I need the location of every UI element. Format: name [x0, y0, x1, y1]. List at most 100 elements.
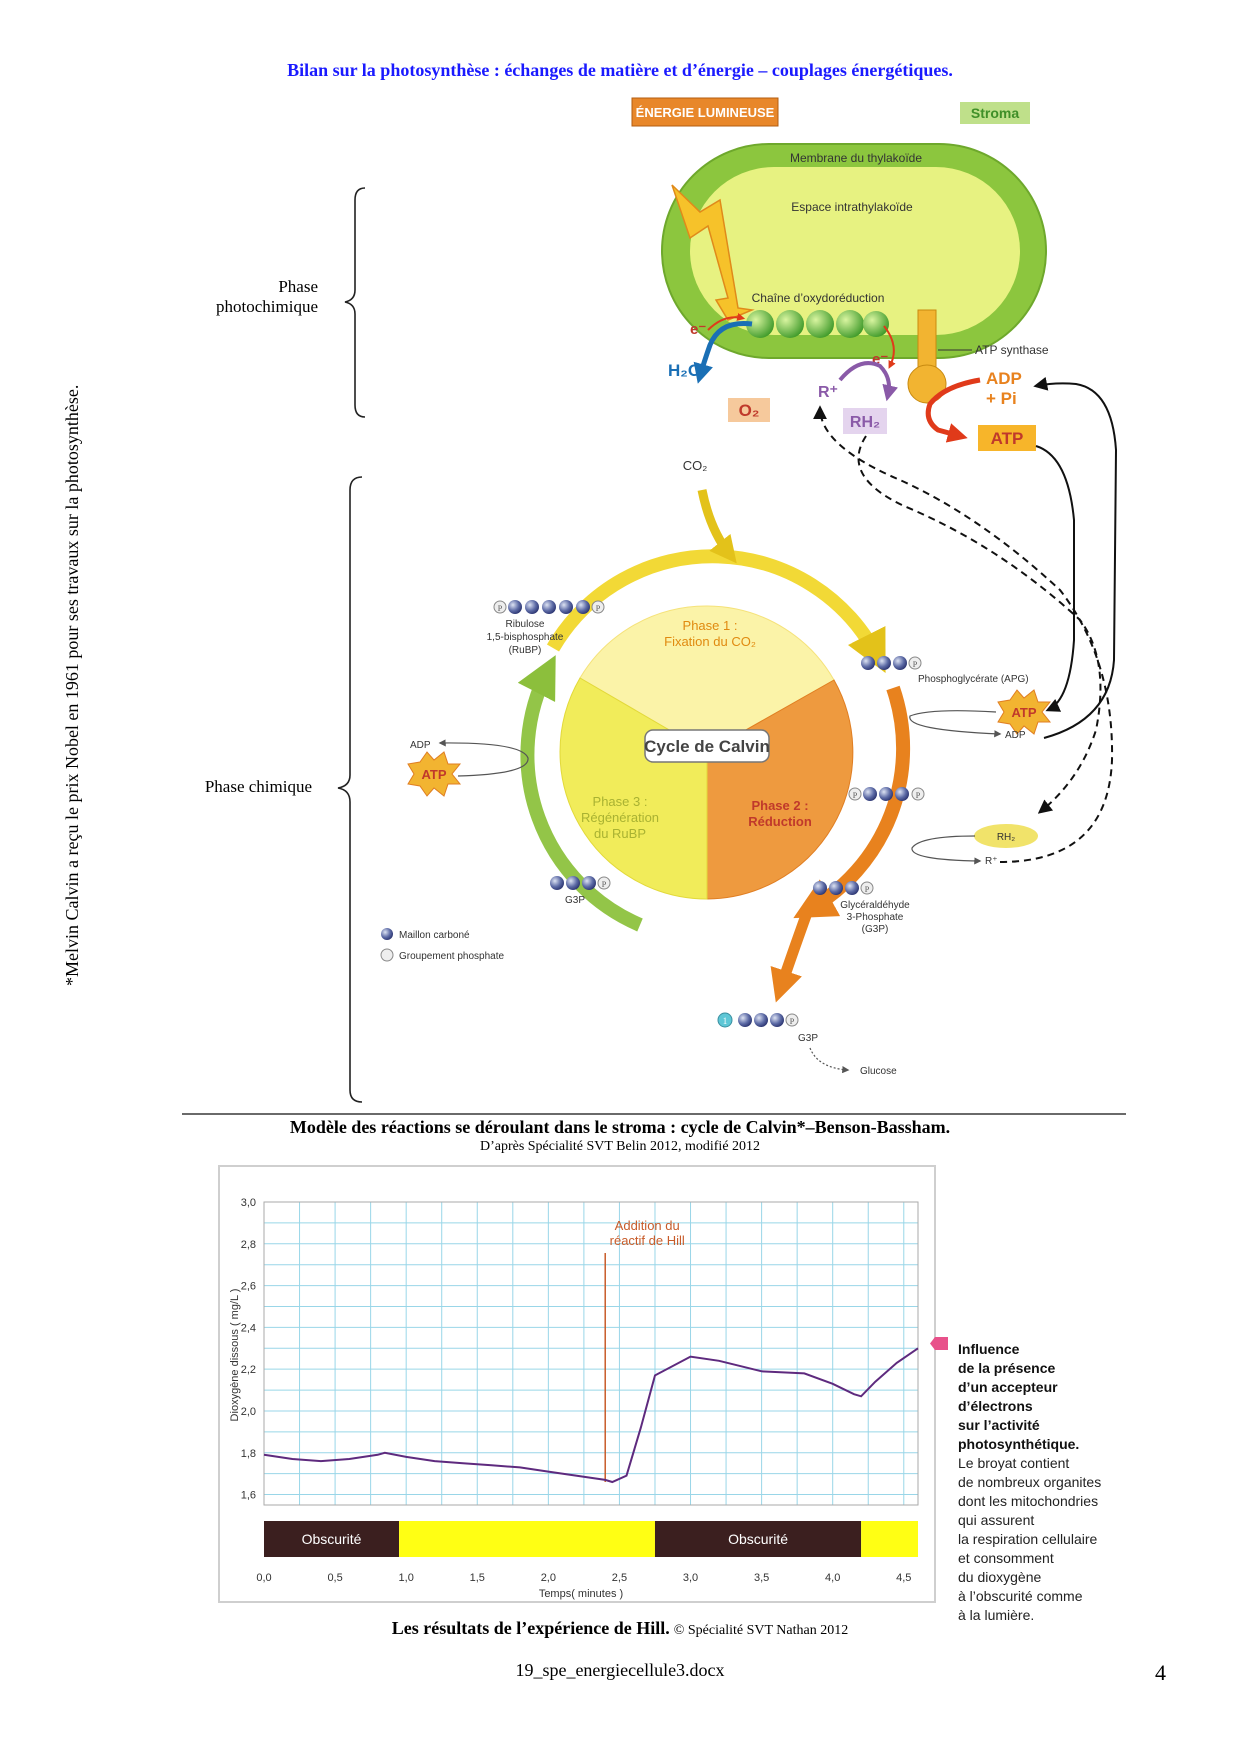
- g3p-output-molecule: 1 P: [717, 1012, 799, 1028]
- x-tick-label: 3,0: [683, 1572, 698, 1584]
- phase1-label-2: Fixation du CO₂: [664, 634, 756, 649]
- y-tick-labels: 1,61,82,02,22,42,62,83,0: [241, 1197, 256, 1502]
- phase3-label-1: Phase 3 :: [593, 794, 648, 809]
- electron-label-left: e⁻: [690, 321, 706, 338]
- adp-left-label: ADP: [410, 740, 431, 751]
- svg-text:P: P: [916, 791, 921, 800]
- arc-green: [517, 655, 643, 932]
- atp-left-arrow: [438, 739, 529, 777]
- g3p-molecule-left: P: [550, 876, 611, 890]
- reduction-arrow: [838, 361, 898, 402]
- rh2-label: RH₂: [850, 414, 880, 431]
- phase-chemical-label: Phase chimique: [205, 777, 312, 796]
- atp-thylakoid-badge: [978, 425, 1036, 451]
- x-axis-label: Temps( minutes ): [539, 1588, 623, 1600]
- phase-photochemical-label-2: photochimique: [216, 297, 318, 316]
- g3p-full-label-3: (G3P): [862, 924, 889, 935]
- adp-return-arrow: [1033, 376, 1118, 739]
- hill-caption-bold: Les résultats de l’expérience de Hill.: [391, 1618, 670, 1638]
- o2-badge: [728, 398, 770, 422]
- apg-label: Phosphoglycérate (APG): [918, 674, 1029, 685]
- atp-left-label: ATP: [421, 767, 446, 782]
- atp-burst-left-icon: [407, 751, 462, 797]
- glucose-arrow: [809, 1047, 850, 1074]
- atp-coupling-arrow: [1035, 445, 1075, 712]
- svg-text:P: P: [853, 791, 858, 800]
- photosynthesis-diagram: Phase photochimique Phase chimique Membr…: [182, 97, 1126, 1115]
- svg-text:1: 1: [723, 1016, 728, 1026]
- y-tick-label: 2,8: [241, 1239, 256, 1251]
- r-plus-return-arrow: [813, 405, 1114, 863]
- apg-molecule: P: [861, 656, 922, 670]
- x-tick-label: 0,5: [327, 1572, 342, 1584]
- x-tick-label: 1,5: [470, 1572, 485, 1584]
- x-tick-label: 2,0: [541, 1572, 556, 1584]
- co2-label: CO₂: [683, 458, 708, 473]
- y-tick-label: 2,0: [241, 1406, 256, 1418]
- electron-arrow-left: [707, 313, 746, 331]
- hill-caption-credit: © Spécialité SVT Nathan 2012: [673, 1623, 849, 1638]
- side-text-normal: Le broyat contient de nombreux organites…: [958, 1455, 1102, 1623]
- plot-border: [263, 1201, 919, 1506]
- y-tick-label: 1,8: [241, 1448, 256, 1460]
- output-arrow: [770, 908, 814, 1003]
- rubp-label-3: (RuBP): [509, 645, 542, 656]
- water-label: H₂O: [668, 361, 701, 380]
- svg-text:P: P: [596, 604, 601, 613]
- g3p-left-label: G3P: [565, 895, 585, 906]
- rh2-calvin-badge: [974, 824, 1038, 848]
- atp-right-label: ATP: [1011, 705, 1036, 720]
- g3p-output-label: G3P: [798, 1033, 818, 1044]
- g3p-full-label-1: Glycéraldéhyde: [840, 900, 910, 911]
- water-arrow: [693, 320, 753, 384]
- svg-text:P: P: [865, 885, 870, 894]
- y-axis-label: Dioxygène dissous ( mg/L ): [229, 1289, 241, 1422]
- phase2-label-1: Phase 2 :: [751, 798, 808, 813]
- rh2-calvin-arrow: [911, 835, 982, 865]
- lumen-label: Espace intrathylakoïde: [791, 200, 913, 214]
- x-tick-label: 4,5: [896, 1572, 911, 1584]
- g3p-molecule-right: P: [813, 881, 874, 895]
- atp-burst-right-icon: [997, 689, 1052, 735]
- legend-carbon-label: Maillon carboné: [399, 930, 470, 941]
- cycle-title: Cycle de Calvin: [644, 737, 770, 756]
- lightning-icon: [671, 184, 755, 321]
- calvin-source: D’après Spécialité SVT Belin 2012, modif…: [479, 1139, 761, 1154]
- stroma-label: Stroma: [971, 105, 1019, 121]
- atp-synthase-label: ATP synthase: [975, 343, 1049, 357]
- legend-carbon-icon: [381, 928, 393, 940]
- annotation-label-2: réactif de Hill: [610, 1233, 685, 1248]
- pink-tag-icon: [930, 1337, 948, 1350]
- oxygen-series-line: [263, 1347, 919, 1484]
- rubp-label-1: Ribulose: [506, 619, 545, 630]
- svg-text:P: P: [498, 604, 503, 613]
- phase-photochemical-label-1: Phase: [278, 277, 318, 296]
- energy-label: ÉNERGIE LUMINEUSE: [636, 105, 775, 120]
- adp-right-label: ADP: [1005, 730, 1026, 741]
- chain-label: Chaîne d’oxydoréduction: [752, 291, 885, 305]
- x-tick-label: 2,5: [612, 1572, 627, 1584]
- g3p-full-label-2: 3-Phosphate: [847, 912, 904, 923]
- rubp-label-2: 1,5-bisphosphate: [487, 632, 564, 643]
- x-tick-label: 0,0: [256, 1572, 271, 1584]
- dark-period-band: [264, 1521, 400, 1557]
- calvin-caption: Modèle des réactions se déroulant dans l…: [289, 1117, 951, 1137]
- svg-text:P: P: [913, 660, 918, 669]
- brace-photochemical: [344, 187, 366, 418]
- electron-arrow-right: [883, 325, 896, 369]
- annotation-label-1: Addition du: [615, 1218, 680, 1233]
- adp-label: ADP: [986, 369, 1022, 388]
- dark-period-band: [654, 1521, 862, 1557]
- co2-arrow: [697, 489, 737, 564]
- rh2-calvin-label: RH₂: [997, 832, 1015, 843]
- x-tick-label: 3,5: [754, 1572, 769, 1584]
- page-title: Bilan sur la photosynthèse : échanges de…: [287, 60, 953, 80]
- phase3-label-2: Régénération: [581, 810, 659, 825]
- bpg-molecule: P P: [848, 787, 925, 801]
- svg-text:P: P: [790, 1017, 795, 1026]
- atp-production-arrow: [925, 377, 981, 443]
- y-tick-label: 1,6: [241, 1490, 256, 1502]
- redox-chain: [746, 310, 889, 338]
- x-tick-label: 1,0: [399, 1572, 414, 1584]
